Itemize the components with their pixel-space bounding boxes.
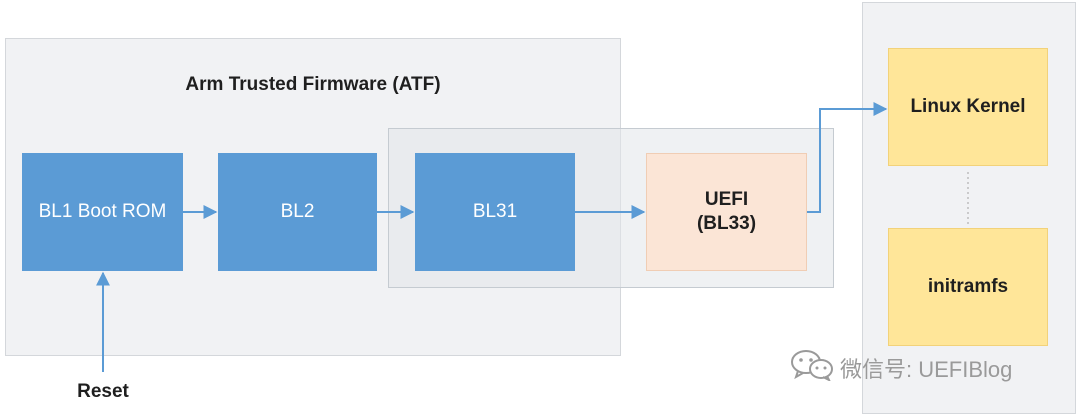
watermark-text: 微信号: UEFIBlog xyxy=(840,357,1013,382)
initramfs-box: initramfs xyxy=(888,228,1048,346)
bl2-box: BL2 xyxy=(218,153,377,271)
wechat-icon xyxy=(790,349,834,387)
uefi-bl33-box: UEFI (BL33) xyxy=(646,153,807,271)
bl1-boot-rom-box: BL1 Boot ROM xyxy=(22,153,183,271)
reset-label: Reset xyxy=(77,381,129,402)
bl31-box: BL31 xyxy=(415,153,575,271)
bl33-label: (BL33) xyxy=(696,213,757,234)
atf-title: Arm Trusted Firmware (ATF) xyxy=(185,74,441,95)
uefi-label: UEFI xyxy=(704,189,749,211)
watermark: 微信号: UEFIBlog xyxy=(790,350,1012,386)
linux-kernel-box: Linux Kernel xyxy=(888,48,1048,166)
